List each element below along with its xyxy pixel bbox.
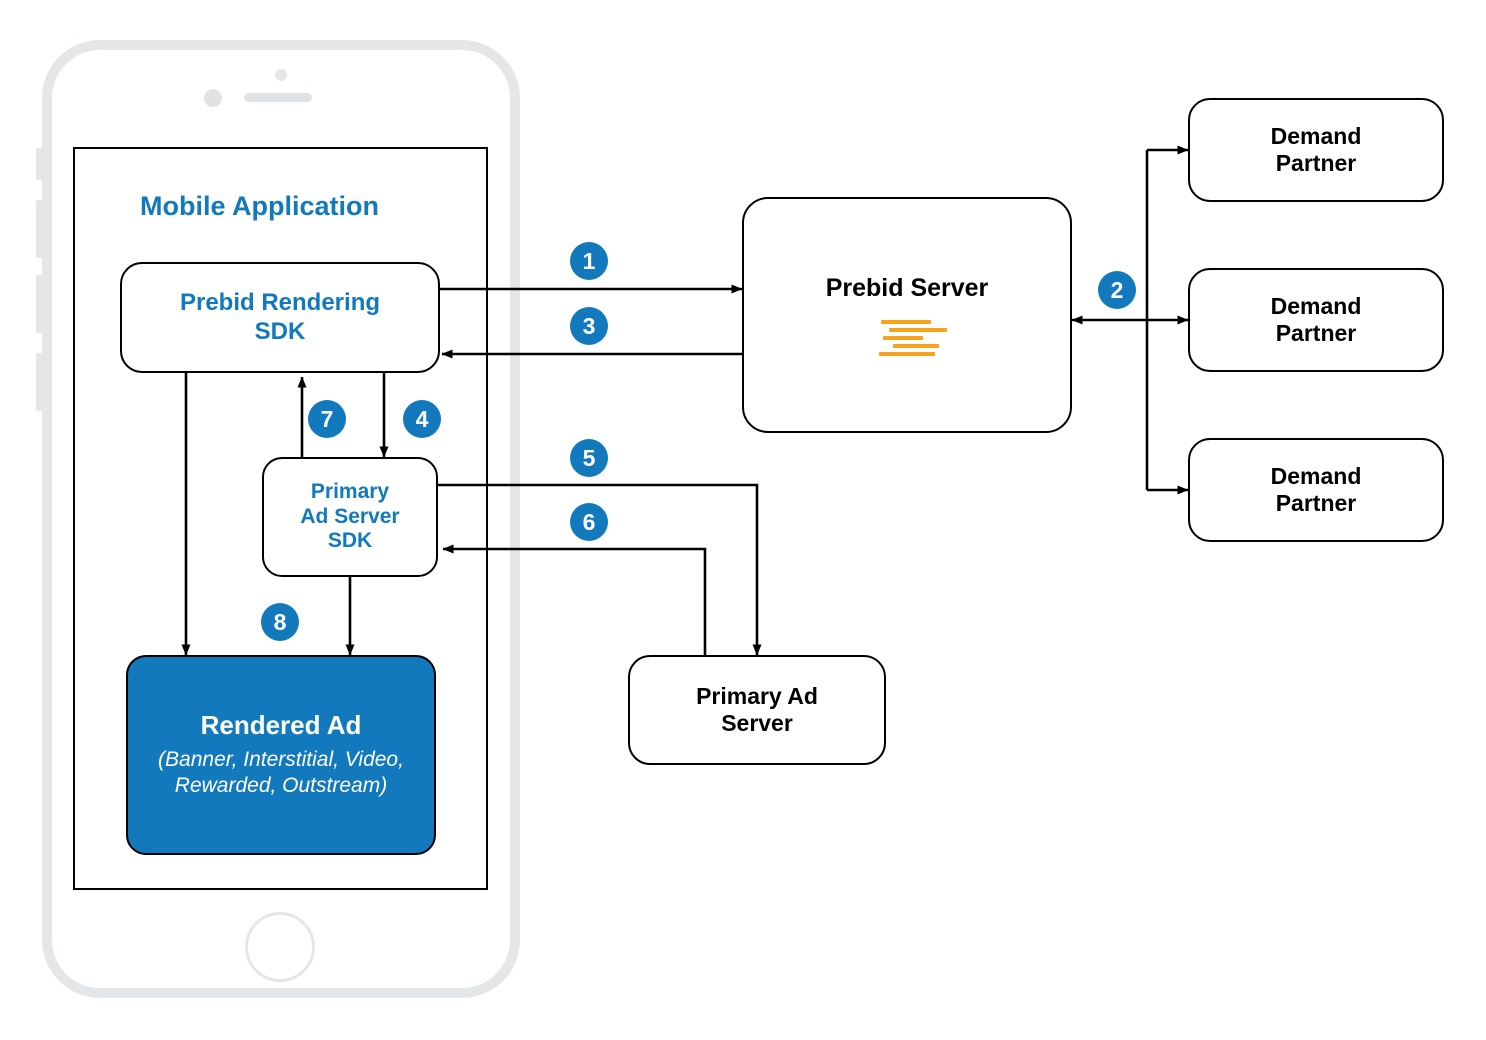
prebid-rendering-sdk-label-line-2: SDK [254, 317, 306, 345]
edge-step-5 [437, 483, 762, 656]
node-rendered-ad[interactable]: Rendered Ad (Banner, Interstitial, Video… [126, 655, 436, 855]
step-badge-6: 6 [570, 503, 608, 541]
demand-partner-1-label-line-2: Partner [1275, 150, 1357, 176]
phone-home-button[interactable] [245, 912, 315, 982]
node-primary-ad-server[interactable]: Primary Ad Server [628, 655, 886, 765]
prebid-rendering-sdk-label-line-1: Prebid Rendering [179, 289, 381, 317]
node-primary-ad-server-sdk[interactable]: Primary Ad Server SDK [262, 457, 438, 577]
node-prebid-server[interactable]: Prebid Server [742, 197, 1072, 433]
phone-power-button[interactable] [36, 353, 43, 411]
demand-partner-3-label-line-1: Demand [1270, 462, 1362, 489]
step-badge-7: 7 [308, 400, 346, 438]
node-demand-partner-3[interactable]: Demand Partner [1188, 438, 1444, 542]
phone-camera-icon [204, 89, 222, 107]
prebid-logo-icon [877, 319, 947, 356]
demand-partner-3-label-line-2: Partner [1275, 490, 1357, 516]
rendered-ad-title: Rendered Ad [200, 710, 362, 741]
phone-volume-up-button[interactable] [36, 200, 43, 258]
rendered-ad-subtitle-line-2: Rewarded, Outstream) [174, 774, 388, 798]
demand-partner-1-label-line-1: Demand [1270, 122, 1362, 149]
primary-ad-server-sdk-label-line-1: Primary [310, 479, 390, 503]
step-badge-4: 4 [403, 400, 441, 438]
primary-ad-server-label-line-2: Server [721, 710, 793, 736]
node-prebid-rendering-sdk[interactable]: Prebid Rendering SDK [120, 262, 440, 373]
step-badge-1: 1 [570, 242, 608, 280]
step-badge-3: 3 [570, 307, 608, 345]
step-badge-8: 8 [261, 603, 299, 641]
primary-ad-server-label-line-1: Primary Ad [696, 682, 818, 709]
phone-speaker-icon [244, 93, 312, 102]
node-demand-partner-2[interactable]: Demand Partner [1188, 268, 1444, 372]
demand-partner-2-label-line-1: Demand [1270, 292, 1362, 319]
rendered-ad-subtitle-line-1: (Banner, Interstitial, Video, [158, 748, 404, 772]
phone-mute-switch[interactable] [36, 148, 43, 180]
prebid-server-label: Prebid Server [825, 274, 989, 303]
mobile-application-frame [73, 147, 488, 890]
primary-ad-server-sdk-label-line-3: SDK [327, 529, 373, 553]
demand-partner-2-label-line-2: Partner [1275, 320, 1357, 346]
phone-proximity-sensor-icon [275, 69, 287, 81]
step-badge-2: 2 [1098, 271, 1136, 309]
step-badge-5: 5 [570, 439, 608, 477]
mobile-application-title: Mobile Application [140, 191, 379, 221]
node-demand-partner-1[interactable]: Demand Partner [1188, 98, 1444, 202]
primary-ad-server-sdk-label-line-2: Ad Server [300, 504, 400, 528]
edge-step-6 [442, 544, 707, 655]
phone-volume-down-button[interactable] [36, 275, 43, 333]
